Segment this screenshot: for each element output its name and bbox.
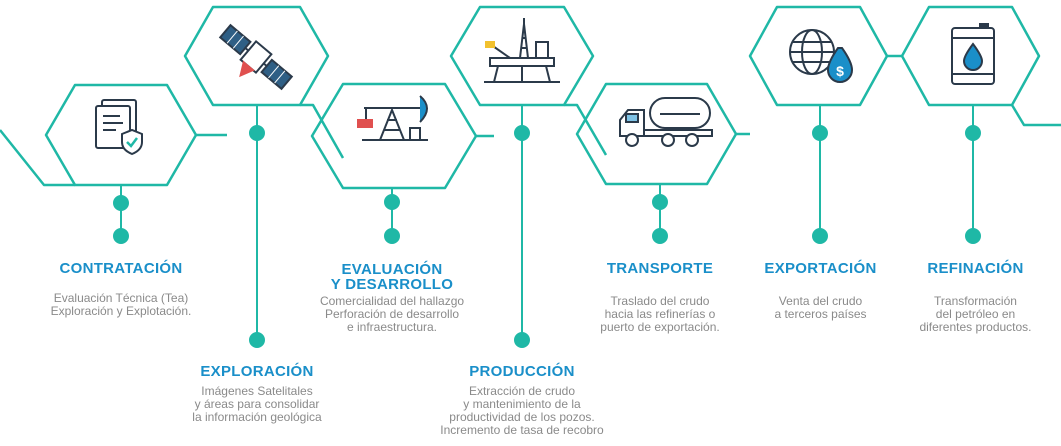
desc-line: Evaluación Técnica (Tea) xyxy=(53,291,189,305)
node-dot xyxy=(965,228,981,244)
title-line: EVALUACIÓN xyxy=(341,261,443,278)
desc-line: a terceros países xyxy=(774,307,867,321)
title-line: Y DESARROLLO xyxy=(330,276,454,293)
desc-line: diferentes productos. xyxy=(919,320,1032,334)
stage-desc-exportacion: Venta del crudo a terceros países xyxy=(748,295,893,321)
stage-title-produccion: PRODUCCIÓN xyxy=(469,363,575,380)
stage-title-exploracion: EXPLORACIÓN xyxy=(200,363,314,380)
desc-line: y mantenimiento de la xyxy=(463,397,581,411)
oil-platform-icon xyxy=(484,18,560,83)
chain-line xyxy=(1010,104,1061,127)
desc-line: Imágenes Satelitales xyxy=(201,384,313,398)
desc-line: y áreas para consolidar xyxy=(194,397,320,411)
desc-line: Extracción de crudo xyxy=(468,384,576,398)
oil-barrel-icon xyxy=(951,23,995,85)
desc-line: Transformación xyxy=(934,294,1017,308)
hexagon-evaluacion xyxy=(310,82,478,190)
desc-line: puerto de exportación. xyxy=(600,320,720,334)
stage-desc-refinacion: Transformación del petróleo en diferente… xyxy=(898,295,1053,334)
hexagon-transporte xyxy=(575,82,738,186)
globe-dollar-icon: $ xyxy=(789,29,854,83)
hexagon-exportacion xyxy=(748,5,889,107)
node-dot xyxy=(965,125,981,141)
desc-line: Traslado del crudo xyxy=(610,294,710,308)
tanker-truck-icon xyxy=(619,97,713,147)
node-dot xyxy=(812,228,828,244)
stage-desc-evaluacion: Comercialidad del hallazgo Perforación d… xyxy=(292,295,492,334)
stage-desc-transporte: Traslado del crudo hacia las refinerías … xyxy=(570,295,750,334)
stage-title-exportacion: EXPORTACIÓN xyxy=(764,260,877,277)
hexagon-contratacion xyxy=(44,83,198,187)
desc-line: la información geológica xyxy=(192,410,322,424)
stage-title-evaluacion: EVALUACIÓN Y DESARROLLO xyxy=(312,262,472,292)
node-dot xyxy=(652,194,668,210)
node-dot xyxy=(652,228,668,244)
chain-line xyxy=(564,103,608,156)
desc-line: del petróleo en xyxy=(935,307,1016,321)
desc-line: Venta del crudo xyxy=(778,294,863,308)
desc-line: e infraestructura. xyxy=(346,320,438,334)
node-dot xyxy=(249,332,265,348)
desc-line: Comercialidad del hallazgo xyxy=(319,294,465,308)
desc-line: hacia las refinerías o xyxy=(604,307,716,321)
node-dot xyxy=(812,125,828,141)
node-dot xyxy=(113,195,129,211)
node-dot xyxy=(514,125,530,141)
desc-line: productividad de los pozos. xyxy=(449,410,595,424)
stage-title-transporte: TRANSPORTE xyxy=(606,260,714,277)
stage-desc-exploracion: Imágenes Satelitales y áreas para consol… xyxy=(162,385,352,424)
chain-line xyxy=(0,129,75,187)
svg-text:$: $ xyxy=(836,63,844,79)
stage-title-contratacion: CONTRATACIÓN xyxy=(59,260,183,277)
stage-desc-produccion: Extracción de crudo y mantenimiento de l… xyxy=(412,385,632,437)
pump-jack-icon xyxy=(357,95,428,141)
stage-desc-contratacion: Evaluación Técnica (Tea) Exploración y E… xyxy=(26,292,216,318)
satellite-icon xyxy=(218,23,294,91)
document-check-icon xyxy=(95,99,143,156)
node-dot xyxy=(384,228,400,244)
desc-line: Exploración y Explotación. xyxy=(50,304,192,318)
node-dot xyxy=(249,125,265,141)
node-dot xyxy=(384,194,400,210)
node-dot xyxy=(113,228,129,244)
chain-line xyxy=(300,103,345,159)
desc-line: Incremento de tasa de recobro xyxy=(440,423,604,437)
node-dot xyxy=(514,332,530,348)
stage-title-refinacion: REFINACIÓN xyxy=(927,260,1024,277)
desc-line: Perforación de desarrollo xyxy=(324,307,460,321)
hexagon-produccion xyxy=(449,5,595,107)
